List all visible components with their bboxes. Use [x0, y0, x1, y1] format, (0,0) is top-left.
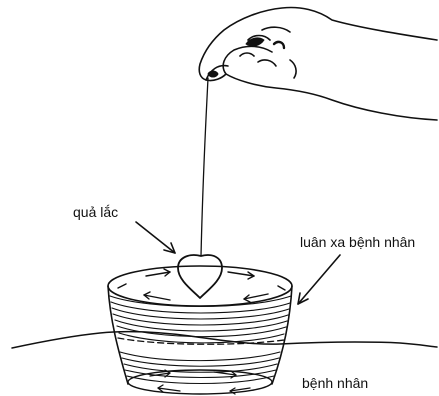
- pointer-arrow-pendulum: [136, 222, 175, 253]
- pendulum-bob: [178, 255, 222, 298]
- label-patient-chakra: luân xa bệnh nhân: [300, 235, 415, 249]
- label-patient: bệnh nhân: [302, 376, 368, 390]
- patient-body-line: [12, 332, 437, 348]
- hand: [199, 8, 437, 121]
- label-pendulum: quả lắc: [73, 205, 118, 219]
- pendulum-string: [201, 78, 208, 256]
- pointer-arrow-vortex: [298, 255, 340, 304]
